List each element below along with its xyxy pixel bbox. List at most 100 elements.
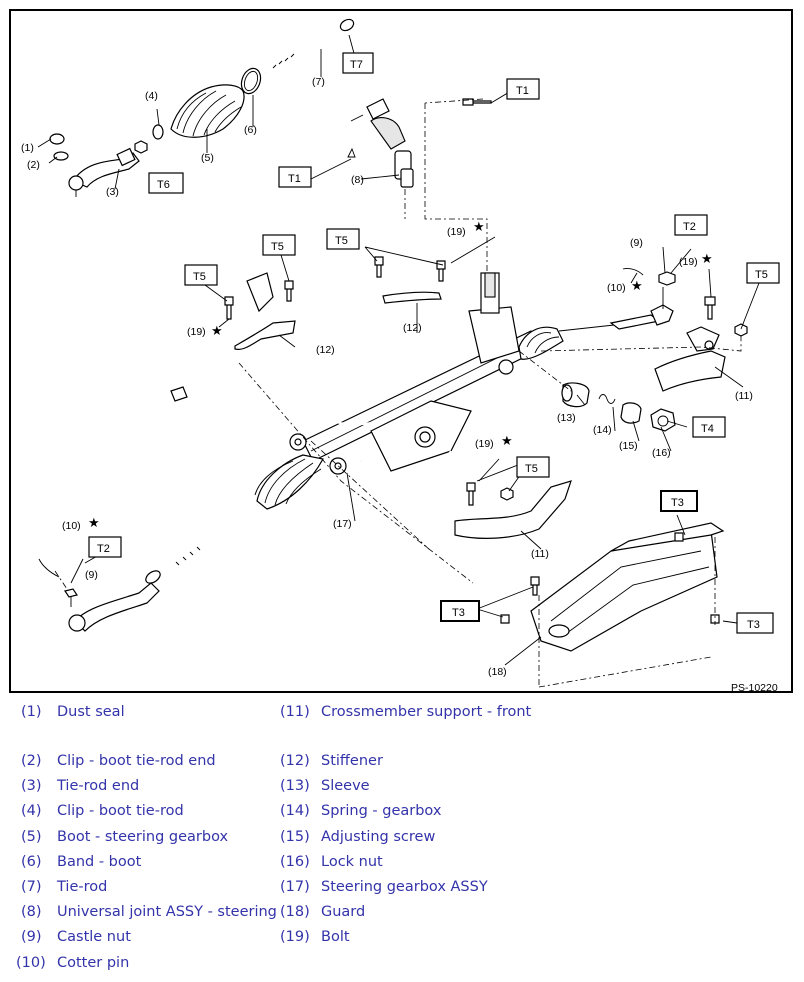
label-13: (13) bbox=[557, 412, 576, 424]
legend-item-number: (11) bbox=[280, 704, 310, 720]
legend-item-name: Stiffener bbox=[321, 753, 383, 769]
universal-joint bbox=[347, 98, 414, 188]
legend-item-name: Steering gearbox ASSY bbox=[321, 879, 488, 895]
legend-item-number: (12) bbox=[280, 753, 310, 769]
legend-item: (17) Steering gearbox ASSY bbox=[280, 879, 540, 899]
star-19b: ★ bbox=[701, 252, 713, 267]
label-17: (17) bbox=[333, 518, 352, 530]
band-boot-upper bbox=[240, 67, 262, 95]
guard bbox=[500, 522, 725, 652]
label-11b: (11) bbox=[531, 548, 549, 560]
legend-item: (3)Tie-rod end bbox=[16, 778, 276, 798]
adjusting-screw bbox=[620, 402, 642, 424]
torque-t4: T4 bbox=[701, 423, 714, 435]
diagram-svg: (1) (2) (3) (4) (5) (6) (7) (8) (9) (10)… bbox=[21, 18, 780, 691]
legend-item: (5) Boot - steering gearbox bbox=[16, 829, 276, 849]
boot-upper bbox=[170, 84, 245, 138]
star-10b: ★ bbox=[88, 516, 100, 531]
stiffener-left bbox=[234, 272, 296, 350]
legend-item-number: (17) bbox=[280, 879, 310, 895]
torque-t5c: T5 bbox=[271, 241, 284, 253]
label-1: (1) bbox=[21, 142, 34, 154]
star-19a: ★ bbox=[473, 220, 485, 235]
torque-t5e: T5 bbox=[525, 463, 538, 475]
legend-item: (13) Sleeve bbox=[280, 778, 540, 798]
label-19c: (19) bbox=[187, 326, 206, 338]
legend-item-number: (5) bbox=[21, 829, 42, 845]
torque-t2a: T2 bbox=[683, 221, 696, 233]
clip-boot-tie-rod bbox=[152, 124, 164, 140]
torque-t1a: T1 bbox=[516, 85, 529, 97]
torque-t2b: T2 bbox=[97, 543, 110, 555]
legend-item-number: (10) bbox=[16, 955, 46, 971]
torque-t7: T7 bbox=[350, 59, 363, 71]
legend-item: (2)Clip - boot tie-rod end bbox=[16, 753, 276, 773]
legend-item: (8)Universal joint ASSY - steering bbox=[16, 904, 277, 924]
legend-item: (10)Cotter pin bbox=[16, 955, 276, 975]
lock-nut bbox=[650, 408, 676, 432]
torque-t6: T6 bbox=[157, 179, 170, 191]
legend-item-number: (6) bbox=[21, 854, 42, 870]
label-8: (8) bbox=[351, 174, 364, 186]
legend-item: (6) Band - boot bbox=[16, 854, 276, 874]
legend-item-number: (8) bbox=[21, 904, 42, 920]
label-11: (11) bbox=[735, 390, 753, 402]
label-4: (4) bbox=[145, 90, 158, 102]
legend-item-name: Lock nut bbox=[321, 854, 383, 870]
legend-item: (11)Crossmember support - front bbox=[280, 704, 540, 724]
clip-boot-tie-rod-end bbox=[53, 151, 69, 161]
legend-item-name: Adjusting screw bbox=[321, 829, 436, 845]
tie-rod-end-lower bbox=[38, 558, 160, 632]
legend-item-number: (16) bbox=[280, 854, 310, 870]
stiffener-center bbox=[382, 291, 442, 304]
spring-gearbox bbox=[598, 394, 616, 404]
tie-rod-end-upper bbox=[68, 147, 140, 197]
nut-t6 bbox=[134, 140, 148, 154]
torque-t5d: T5 bbox=[193, 271, 206, 283]
legend-item: (18) Guard bbox=[280, 904, 540, 924]
star-19d: ★ bbox=[501, 434, 513, 449]
dust-seal bbox=[49, 133, 65, 145]
label-19d: (19) bbox=[475, 438, 494, 450]
label-15: (15) bbox=[619, 440, 638, 452]
crossmember-support-right bbox=[654, 350, 726, 392]
torque-t5a: T5 bbox=[755, 269, 768, 281]
legend-item-name: Band - boot bbox=[57, 854, 142, 870]
legend-item: (1)Dust seal bbox=[16, 704, 276, 724]
legend-item-name: Guard bbox=[321, 904, 366, 920]
label-3: (3) bbox=[106, 186, 119, 198]
legend-item-number: (18) bbox=[280, 904, 310, 920]
legend-item-number: (14) bbox=[280, 803, 310, 819]
legend-item-number: (3) bbox=[21, 778, 42, 794]
legend-item-number: (19) bbox=[280, 929, 310, 945]
legend-item-name: Sleeve bbox=[321, 778, 370, 794]
legend-item: (12) Stiffener bbox=[280, 753, 540, 773]
torque-t3a: T3 bbox=[671, 497, 684, 509]
label-5: (5) bbox=[201, 152, 214, 164]
label-19a: (19) bbox=[447, 226, 466, 238]
legend-item: (15)Adjusting screw bbox=[280, 829, 540, 849]
label-14: (14) bbox=[593, 424, 612, 436]
torque-t3b: T3 bbox=[452, 607, 465, 619]
label-12: (12) bbox=[403, 322, 422, 334]
label-6: (6) bbox=[244, 124, 257, 136]
legend-item-name: Boot - steering gearbox bbox=[57, 829, 229, 845]
label-19b: (19) bbox=[679, 256, 698, 268]
label-7: (7) bbox=[312, 76, 325, 88]
parts-legend: (1)Dust seal (2)Clip - boot tie-rod end (3… bbox=[0, 700, 804, 980]
torque-t1b: T1 bbox=[288, 173, 301, 185]
legend-item-number: (13) bbox=[280, 778, 310, 794]
legend-item-name: Clip - boot tie-rod end bbox=[57, 753, 216, 769]
label-18: (18) bbox=[488, 666, 507, 678]
legend-item-name: Clip - boot tie-rod bbox=[57, 803, 184, 819]
legend-item-name: Tie-rod bbox=[57, 879, 108, 895]
legend-item-number: (7) bbox=[21, 879, 42, 895]
legend-item-name: Spring - gearbox bbox=[321, 803, 442, 819]
legend-item: (7) Tie-rod bbox=[16, 879, 276, 899]
star-10a: ★ bbox=[631, 279, 643, 294]
legend-item-name: Castle nut bbox=[57, 929, 131, 945]
crossmember-support-center bbox=[454, 480, 572, 539]
label-16: (16) bbox=[652, 447, 671, 459]
legend-item: (4)Clip - boot tie-rod bbox=[16, 803, 276, 823]
label-12b: (12) bbox=[316, 344, 335, 356]
